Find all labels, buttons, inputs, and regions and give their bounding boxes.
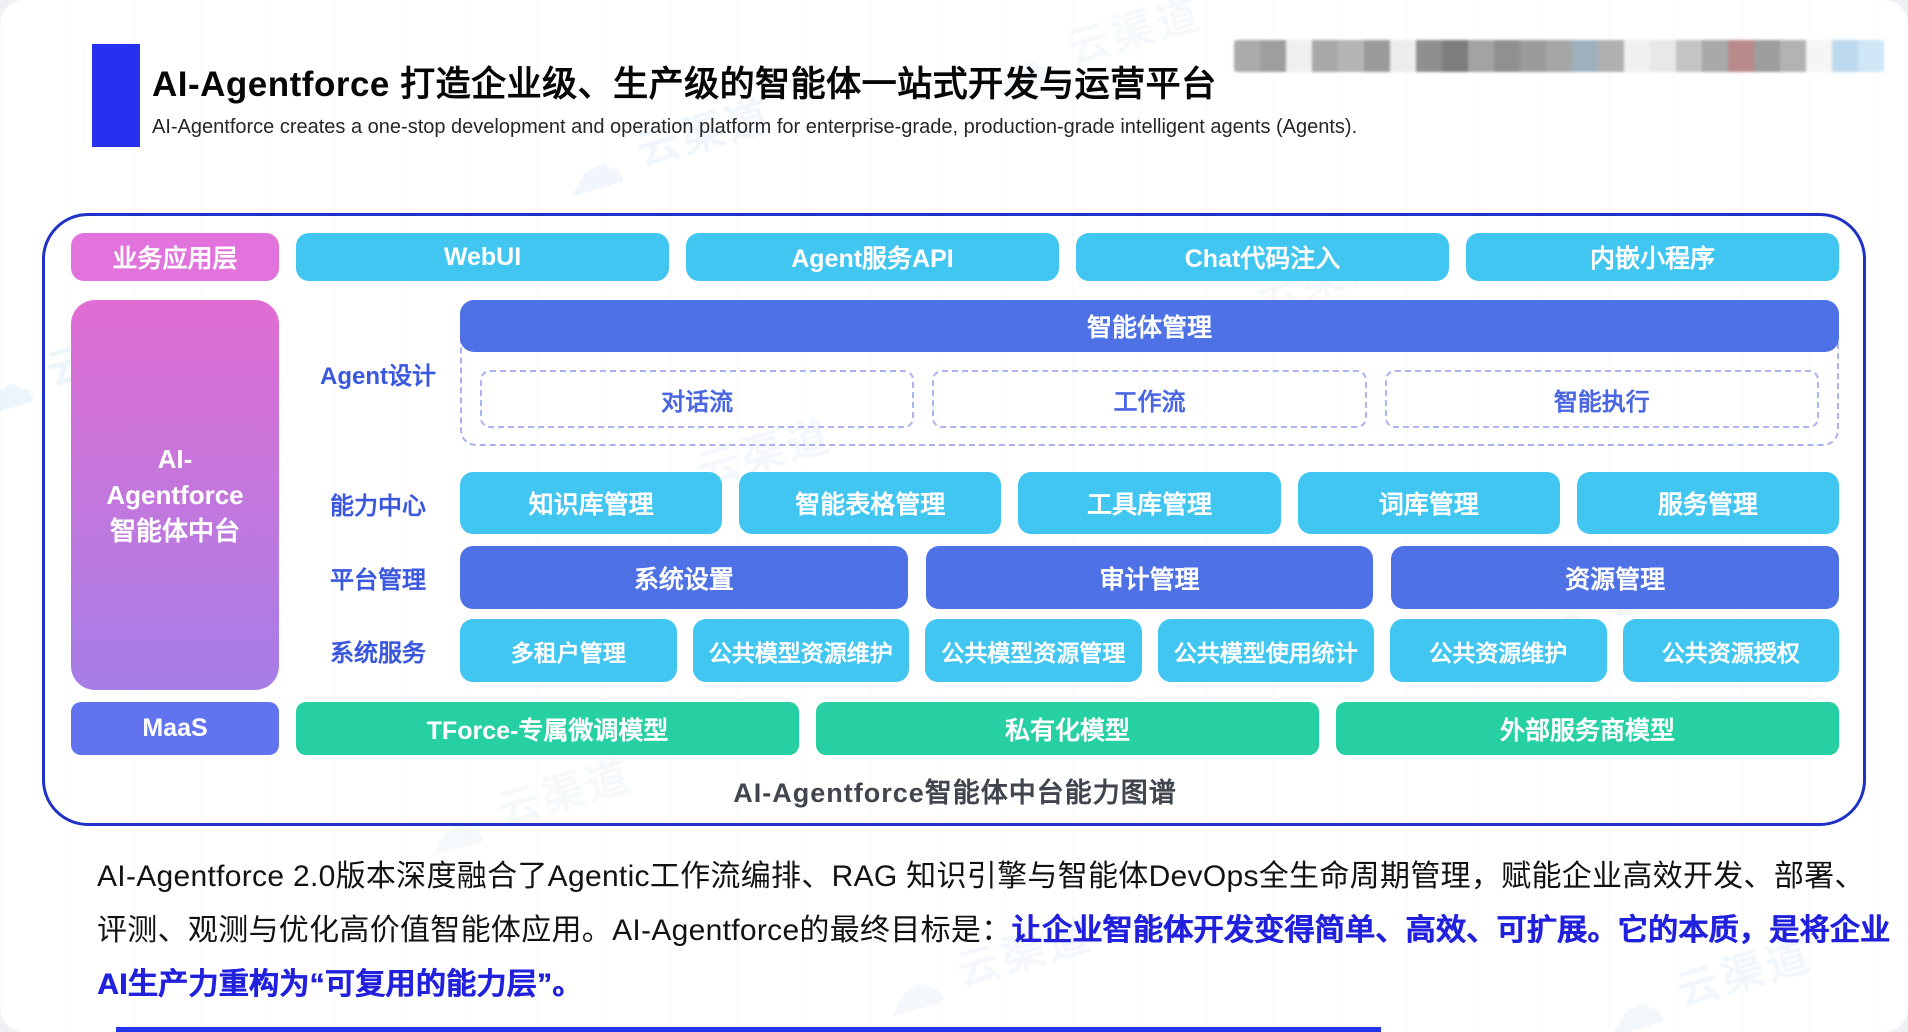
box-workflow: 工作流 <box>932 370 1367 428</box>
summary-text-highlight: 让企业智能体开发变得简单、高效、可扩展。它的本质，是将企业AI生产力重构为“可复… <box>97 914 1891 1001</box>
chip-public-model-usage-stats: 公共模型使用统计 <box>1157 619 1374 682</box>
summary-text-normal: AI-Agentforce 2.0版本深度融合了Agentic工作流编排、RAG… <box>97 860 1865 947</box>
capability-rows: Agent设计 智能体管理 对话流 工作流 智能执行 能力中心 知识库管理 <box>296 300 1840 690</box>
chip-knowledge-base-mgmt: 知识库管理 <box>460 472 723 534</box>
chip-external-provider-model: 外部服务商模型 <box>1336 702 1839 755</box>
cloud-icon: ☁ <box>0 348 44 429</box>
chip-public-resource-maintenance: 公共资源维护 <box>1390 619 1607 682</box>
chip-audit-mgmt: 审计管理 <box>925 546 1374 609</box>
chip-webui: WebUI <box>296 233 669 281</box>
page-subtitle: AI-Agentforce creates a one-stop develop… <box>152 116 1358 138</box>
row-label-system-services: 系统服务 <box>330 640 426 667</box>
chip-multi-tenant-mgmt: 多租户管理 <box>460 619 677 682</box>
sidebar-ai-agentforce-platform: AI-Agentforce智能体中台 <box>71 300 279 690</box>
middle-section: AI-Agentforce智能体中台 Agent设计 智能体管理 对话流 工作流… <box>71 300 1840 690</box>
redacted-logo-mosaic <box>1234 40 1884 72</box>
chip-public-model-resource-mgmt: 公共模型资源管理 <box>925 619 1142 682</box>
chip-resource-mgmt: 资源管理 <box>1391 546 1840 609</box>
row-label-platform-mgmt: 平台管理 <box>330 567 426 594</box>
title-accent-bar <box>92 44 140 147</box>
chip-embedded-miniapp: 内嵌小程序 <box>1466 233 1839 281</box>
architecture-board: 业务应用层 WebUI Agent服务API Chat代码注入 内嵌小程序 AI… <box>42 213 1866 826</box>
system-services-items: 多租户管理 公共模型资源维护 公共模型资源管理 公共模型使用统计 公共资源维护 … <box>460 619 1839 682</box>
maas-row: MaaS TForce-专属微调模型 私有化模型 外部服务商模型 <box>71 702 1839 755</box>
agent-design-row: Agent设计 智能体管理 对话流 工作流 智能执行 <box>296 300 1839 446</box>
summary-paragraph: AI-Agentforce 2.0版本深度融合了Agentic工作流编排、RAG… <box>97 850 1892 1012</box>
layer-label-business-application: 业务应用层 <box>71 233 279 281</box>
box-dialog-flow: 对话流 <box>480 370 915 428</box>
chip-service-mgmt: 服务管理 <box>1576 472 1840 534</box>
chip-agent-service-api: Agent服务API <box>686 233 1059 281</box>
chip-smart-table-mgmt: 智能表格管理 <box>739 472 1002 534</box>
agent-design-sub-row: 对话流 工作流 智能执行 <box>462 352 1837 444</box>
chip-system-settings: 系统设置 <box>460 546 908 609</box>
chip-public-resource-authorization: 公共资源授权 <box>1622 619 1839 682</box>
agent-design-panel: 智能体管理 对话流 工作流 智能执行 <box>460 300 1839 446</box>
bar-agent-management: 智能体管理 <box>460 300 1839 352</box>
box-intelligent-execution: 智能执行 <box>1384 370 1819 428</box>
page-title: AI-Agentforce 打造企业级、生产级的智能体一站式开发与运营平台 <box>152 65 1217 104</box>
row-label-capability-center: 能力中心 <box>330 492 426 520</box>
system-services-row: 系统服务 多租户管理 公共模型资源维护 公共模型资源管理 公共模型使用统计 公共… <box>296 619 1839 682</box>
platform-mgmt-items: 系统设置 审计管理 资源管理 <box>460 546 1840 609</box>
chip-private-model: 私有化模型 <box>816 702 1319 755</box>
chip-lexicon-mgmt: 词库管理 <box>1297 472 1560 534</box>
cloud-icon: ☁ <box>555 128 634 209</box>
bottom-accent-strip <box>116 1027 1381 1032</box>
capability-center-items: 知识库管理 智能表格管理 工具库管理 词库管理 服务管理 <box>460 472 1840 534</box>
diagram-caption: AI-Agentforce智能体中台能力图谱 <box>733 778 1177 808</box>
business-application-layer-row: 业务应用层 WebUI Agent服务API Chat代码注入 内嵌小程序 <box>71 233 1839 281</box>
capability-center-row: 能力中心 知识库管理 智能表格管理 工具库管理 词库管理 服务管理 <box>296 472 1840 534</box>
chip-public-model-resource-maintenance: 公共模型资源维护 <box>692 619 909 682</box>
layer-label-maas: MaaS <box>71 702 279 755</box>
chip-tool-library-mgmt: 工具库管理 <box>1018 472 1281 534</box>
chip-tforce-finetuned-model: TForce-专属微调模型 <box>296 702 799 755</box>
chip-chat-code-inject: Chat代码注入 <box>1076 233 1449 281</box>
platform-management-row: 平台管理 系统设置 审计管理 资源管理 <box>296 546 1840 609</box>
row-label-agent-design: Agent设计 <box>320 362 436 390</box>
